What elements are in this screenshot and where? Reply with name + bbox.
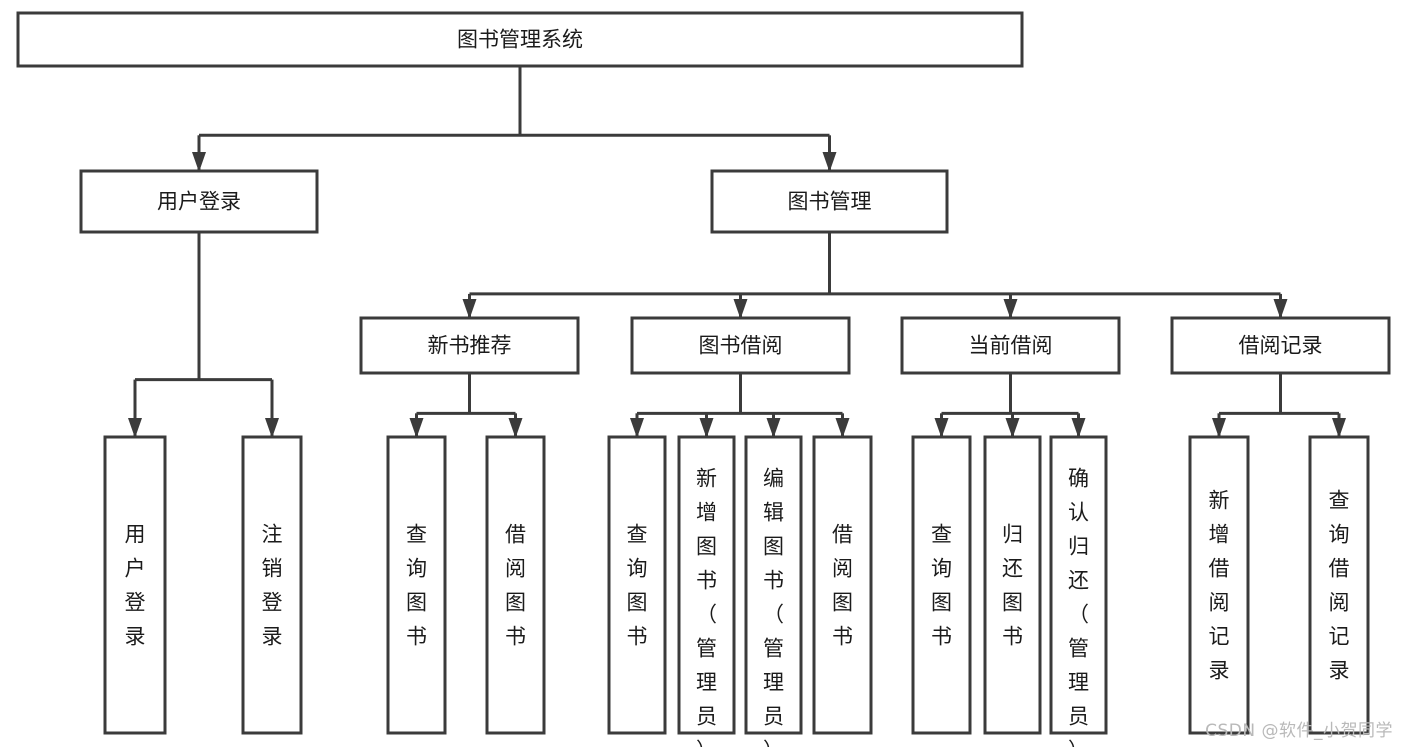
node-book-borrow[interactable]: 图书借阅	[630, 316, 851, 375]
node-label: 借阅图书	[832, 522, 853, 648]
arrow-head-icon	[699, 418, 714, 438]
node-label: 注销登录	[262, 522, 283, 648]
node-label: 查询借阅记录	[1329, 488, 1350, 682]
node-label: 借阅记录	[1239, 334, 1323, 358]
node-box	[1049, 435, 1108, 735]
node-box	[983, 435, 1042, 735]
node-box	[710, 169, 949, 234]
arrow-head-icon	[462, 299, 477, 319]
arrow-head-icon	[1212, 418, 1226, 438]
node-box	[16, 11, 1024, 68]
node-box	[900, 316, 1121, 375]
node-book-manage[interactable]: 图书管理	[710, 169, 949, 234]
node-borrow-record[interactable]: 借阅记录	[1170, 316, 1391, 375]
arrow-head-icon	[766, 418, 781, 438]
arrow-head-icon	[822, 152, 837, 172]
edges-layer	[128, 66, 1346, 438]
node-leaf-add-record[interactable]: 新增借阅记录	[1188, 435, 1250, 735]
node-label: 确认归还（管理员）	[1068, 466, 1089, 747]
node-label: 图书借阅	[699, 334, 783, 358]
arrow-head-icon	[409, 418, 424, 438]
node-label: 当前借阅	[969, 334, 1053, 358]
node-new-book-recommend[interactable]: 新书推荐	[359, 316, 580, 375]
arrow-head-icon	[265, 418, 279, 438]
node-box	[485, 435, 546, 735]
node-label: 查询图书	[627, 522, 648, 648]
node-leaf-query-record[interactable]: 查询借阅记录	[1308, 435, 1370, 735]
node-label: 编辑图书（管理员）	[763, 466, 784, 747]
nodes-layer: 图书管理系统用户登录图书管理新书推荐图书借阅当前借阅借阅记录用户登录注销登录查询…	[16, 11, 1391, 747]
node-box	[744, 435, 803, 735]
node-box	[103, 435, 167, 735]
node-box	[386, 435, 447, 735]
arrow-head-icon	[508, 418, 523, 438]
node-label: 归还图书	[1002, 522, 1023, 648]
node-leaf-confirm-return[interactable]: 确认归还（管理员）	[1049, 435, 1108, 747]
node-box	[359, 316, 580, 375]
arrow-head-icon	[835, 418, 850, 438]
node-label: 用户登录	[157, 190, 241, 214]
node-box	[607, 435, 667, 735]
node-box	[1170, 316, 1391, 375]
node-leaf-add-book[interactable]: 新增图书（管理员）	[677, 435, 736, 747]
node-leaf-logout[interactable]: 注销登录	[241, 435, 303, 735]
node-leaf-query-book-borrow[interactable]: 查询图书	[607, 435, 667, 735]
node-box	[1308, 435, 1370, 735]
node-leaf-return-book[interactable]: 归还图书	[983, 435, 1042, 735]
arrow-head-icon	[934, 418, 949, 438]
node-leaf-edit-book[interactable]: 编辑图书（管理员）	[744, 435, 803, 747]
node-label: 图书管理系统	[457, 28, 583, 52]
node-label: 新增图书（管理员）	[696, 466, 717, 747]
arrow-head-icon	[1273, 299, 1288, 319]
node-label: 查询图书	[406, 522, 427, 648]
node-label: 图书管理	[788, 190, 872, 214]
node-box	[911, 435, 972, 735]
node-label: 查询图书	[931, 522, 952, 648]
arrow-head-icon	[630, 418, 644, 438]
arrow-head-icon	[128, 418, 142, 438]
node-box	[677, 435, 736, 735]
node-label: 新增借阅记录	[1209, 488, 1230, 682]
arrow-head-icon	[1005, 418, 1020, 438]
node-box	[630, 316, 851, 375]
node-box	[1188, 435, 1250, 735]
arrow-head-icon	[733, 299, 748, 319]
node-box	[79, 169, 319, 234]
arrow-head-icon	[1332, 418, 1346, 438]
node-label: 借阅图书	[505, 522, 526, 648]
node-current-borrow[interactable]: 当前借阅	[900, 316, 1121, 375]
node-user-login[interactable]: 用户登录	[79, 169, 319, 234]
csdn-watermark: CSDN @软件_小贺同学	[1205, 721, 1393, 741]
node-leaf-query-book-cur[interactable]: 查询图书	[911, 435, 972, 735]
node-leaf-borrow-book[interactable]: 借阅图书	[812, 435, 873, 735]
node-leaf-user-login[interactable]: 用户登录	[103, 435, 167, 735]
node-label: 用户登录	[125, 522, 146, 648]
node-root[interactable]: 图书管理系统	[16, 11, 1024, 68]
node-box	[241, 435, 303, 735]
node-leaf-borrow-book-rec[interactable]: 借阅图书	[485, 435, 546, 735]
arrow-head-icon	[1003, 299, 1018, 319]
node-leaf-query-book-rec[interactable]: 查询图书	[386, 435, 447, 735]
arrow-head-icon	[1071, 418, 1086, 438]
node-label: 新书推荐	[428, 334, 512, 358]
arrow-head-icon	[192, 152, 206, 172]
node-box	[812, 435, 873, 735]
